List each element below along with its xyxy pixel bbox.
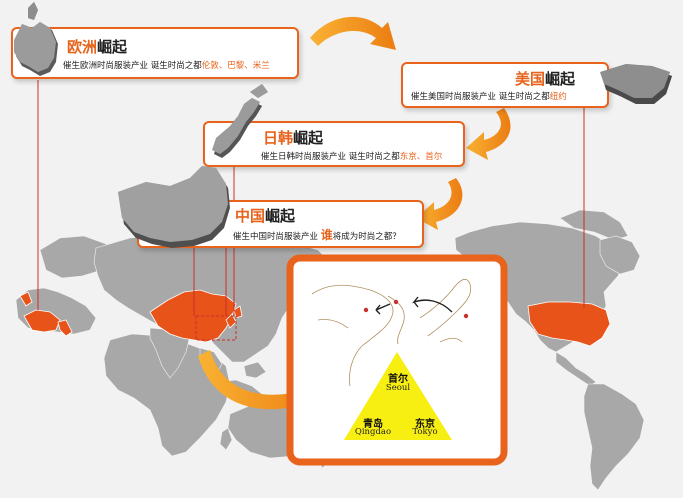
- leader-lines: [37, 80, 585, 316]
- card-china-desc: 催生中国时尚服装产业 谁将成为时尚之都？: [233, 228, 401, 242]
- arrow-japan-to-china: [416, 178, 463, 230]
- city-seoul-cn: 首尔: [388, 374, 408, 385]
- arrow-europe-to-usa: [310, 16, 396, 50]
- east-asia-detail-panel: [286, 254, 508, 466]
- card-japan-korea-desc: 催生日韩时尚服装产业 诞生时尚之都东京、首尔: [261, 152, 443, 162]
- city-tokyo-en: Tokyo: [412, 427, 438, 437]
- card-china-rise: 中国崛起 催生中国时尚服装产业 谁将成为时尚之都？: [137, 200, 424, 248]
- card-europe-rise: 欧洲崛起 催生欧洲时尚服装产业 诞生时尚之都伦敦、巴黎、米兰: [11, 27, 299, 79]
- europe-highlight: [23, 309, 61, 333]
- card-europe-desc: 催生欧洲时尚服装产业 诞生时尚之都伦敦、巴黎、米兰: [63, 61, 270, 71]
- card-usa-rise: 美国崛起 催生美国时尚服装产业 诞生时尚之都纽约: [401, 62, 609, 108]
- usa-highlight: [527, 301, 611, 347]
- city-tokyo-cn: 东京: [415, 419, 435, 430]
- city-triangle: [344, 352, 452, 440]
- city-seoul-en: Seoul: [385, 383, 411, 393]
- card-japan-korea-title: 日韩崛起: [263, 129, 324, 147]
- arrow-usa-to-japan: [466, 108, 511, 160]
- city-qingdao-cn: 青岛: [363, 419, 383, 430]
- usa-3d-map: [600, 64, 672, 104]
- card-china-title: 中国崛起: [235, 207, 296, 225]
- east-asia-dashed-box: [195, 315, 237, 341]
- city-qingdao-en: Qingdao: [354, 427, 392, 437]
- card-usa-desc: 催生美国时尚服装产业 诞生时尚之都纽约: [411, 92, 567, 102]
- card-europe-title: 欧洲崛起: [67, 38, 128, 56]
- highlighted-regions: [19, 289, 611, 347]
- card-usa-title: 美国崛起: [515, 70, 576, 88]
- card-japan-korea-rise: 日韩崛起 催生日韩时尚服装产业 诞生时尚之都东京、首尔: [203, 121, 465, 167]
